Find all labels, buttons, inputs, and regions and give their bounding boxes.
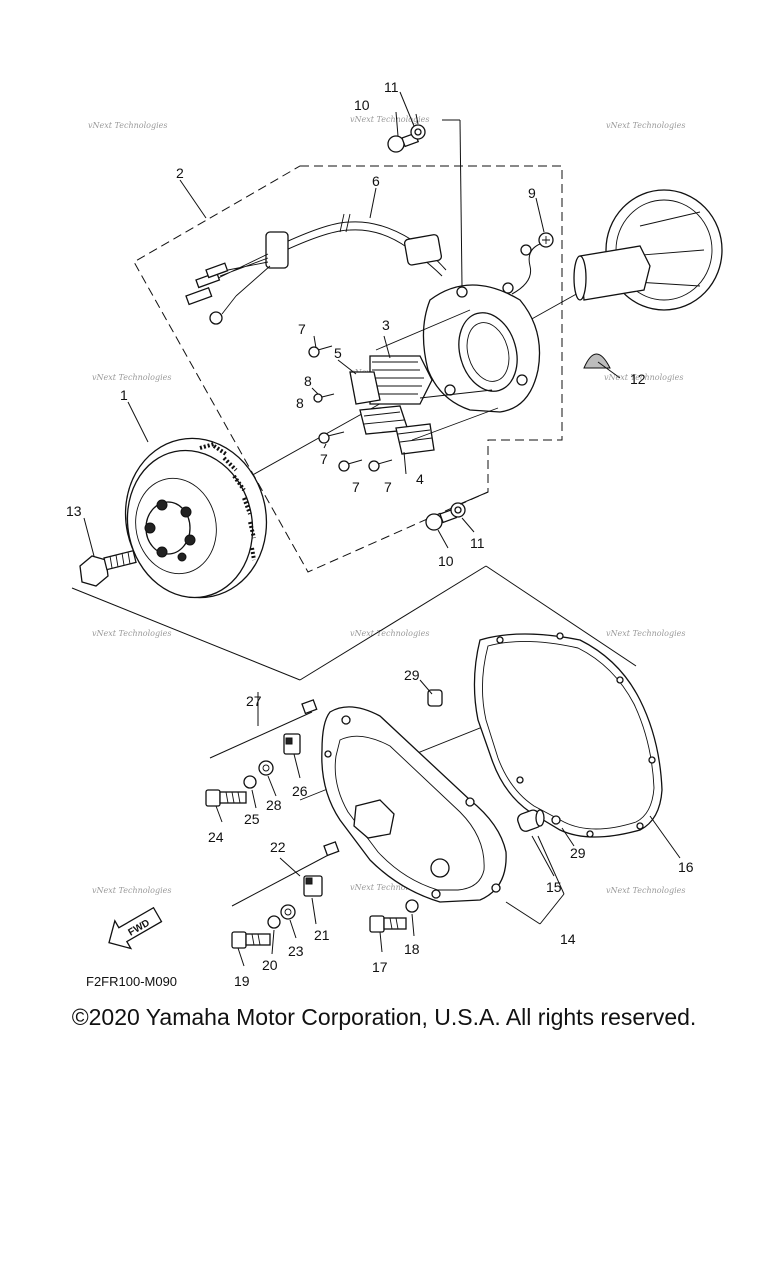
callout-28: 28 <box>266 797 282 813</box>
watermark-4: vNext Technologies <box>92 373 171 382</box>
watermark-6: vNext Technologies <box>604 373 683 382</box>
callout-25: 25 <box>244 811 260 827</box>
callout-19: 19 <box>234 973 250 989</box>
callout-22: 22 <box>270 839 286 855</box>
wire-harness <box>185 213 447 325</box>
callout-29-top: 29 <box>404 667 420 683</box>
callout-24: 24 <box>208 829 224 845</box>
stator-coils <box>349 309 499 455</box>
callout-numbers: 2 6 11 10 9 7 3 5 8 8 7 7 7 4 1 13 12 11… <box>66 79 694 989</box>
callout-26: 26 <box>292 783 308 799</box>
leader-lines <box>71 91 681 967</box>
diagram-reference: F2FR100-M090 <box>86 974 177 989</box>
watermark-2: vNext Technologies <box>350 115 429 124</box>
callout-8-a: 8 <box>304 373 312 389</box>
stator-bolts <box>387 124 466 531</box>
callout-18: 18 <box>404 941 420 957</box>
watermark-9: vNext Technologies <box>606 629 685 638</box>
watermark-1: vNext Technologies <box>88 121 167 130</box>
watermark-7: vNext Technologies <box>92 629 171 638</box>
callout-15: 15 <box>546 879 562 895</box>
callout-13: 13 <box>66 503 82 519</box>
stator-plate <box>422 282 541 413</box>
flywheel-bolt <box>79 549 137 587</box>
callout-7-c: 7 <box>352 479 360 495</box>
callout-5: 5 <box>334 345 342 361</box>
watermark-8: vNext Technologies <box>350 629 429 638</box>
callout-27: 27 <box>246 693 262 709</box>
callout-7-d: 7 <box>384 479 392 495</box>
watermark-3: vNext Technologies <box>606 121 685 130</box>
watermark-12: vNext Technologies <box>606 886 685 895</box>
callout-2: 2 <box>176 165 184 181</box>
watermark-10: vNext Technologies <box>92 886 171 895</box>
callout-10-top: 10 <box>354 97 370 113</box>
ground-screw <box>511 232 554 295</box>
cover-bolts <box>205 760 419 949</box>
callout-7-a: 7 <box>298 321 306 337</box>
callout-29-bottom: 29 <box>570 845 586 861</box>
cable-ties <box>209 699 340 907</box>
stator-assembly-boundary <box>133 165 563 573</box>
gasket <box>473 632 663 838</box>
watermark-11: vNext Technologies <box>350 883 429 892</box>
callout-11-bottom: 11 <box>470 535 485 551</box>
fwd-arrow: FWD <box>108 906 163 950</box>
callout-21: 21 <box>314 927 330 943</box>
flywheel <box>124 437 268 599</box>
callout-10-bottom: 10 <box>438 553 454 569</box>
callout-16: 16 <box>678 859 694 875</box>
callout-12: 12 <box>630 371 646 387</box>
crankshaft-housing <box>573 189 723 369</box>
watermarks: vNext Technologies vNext Technologies vN… <box>88 115 685 895</box>
callout-4: 4 <box>416 471 424 487</box>
copyright-notice: ©2020 Yamaha Motor Corporation, U.S.A. A… <box>71 1004 697 1030</box>
callout-7-b: 7 <box>320 451 328 467</box>
callout-23: 23 <box>288 943 304 959</box>
callout-17: 17 <box>372 959 388 975</box>
callout-8-b: 8 <box>296 395 304 411</box>
callout-1: 1 <box>120 387 128 403</box>
callout-9: 9 <box>528 185 536 201</box>
callout-20: 20 <box>262 957 278 973</box>
callout-3: 3 <box>382 317 390 333</box>
callout-6: 6 <box>372 173 380 189</box>
crankcase-cover <box>321 706 507 903</box>
callout-14: 14 <box>560 931 576 947</box>
callout-11-top: 11 <box>384 79 399 95</box>
